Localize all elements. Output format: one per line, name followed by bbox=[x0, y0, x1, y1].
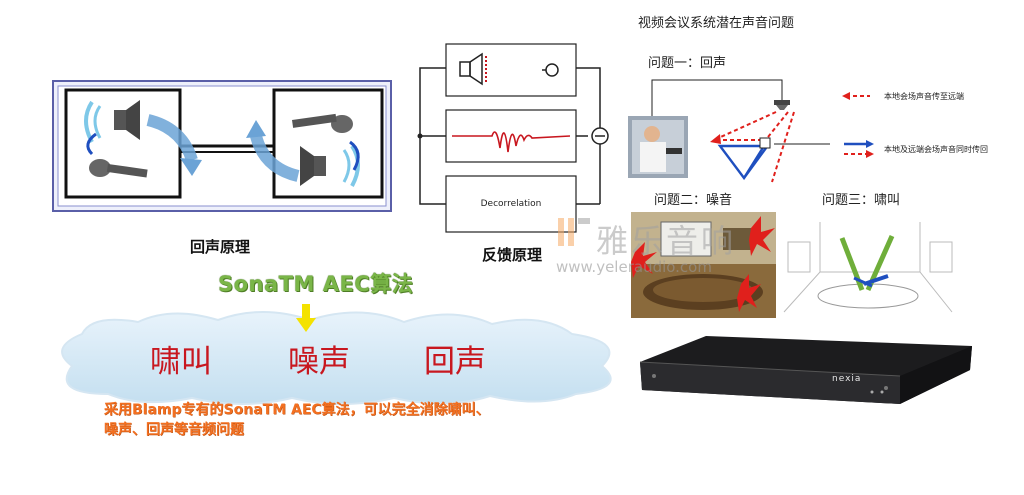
conference-room-photo bbox=[631, 212, 776, 318]
legend-red-text: 本地会场声音传至远端 bbox=[884, 92, 964, 101]
cloud-word-howling: 啸叫 bbox=[150, 344, 212, 380]
legend-blue-text: 本地及远端会场声音同时传回 bbox=[884, 145, 988, 154]
speaker-icon bbox=[300, 144, 360, 187]
cloud-shape: 啸叫 噪声 回声 bbox=[42, 300, 632, 410]
device-brand: nexia bbox=[832, 374, 862, 384]
feedback-caption: 反馈原理 bbox=[482, 246, 543, 264]
watermark-brand: 雅乐音响 bbox=[596, 222, 737, 260]
cloud-word-noise: 噪声 bbox=[288, 344, 350, 380]
yellow-arrow-icon bbox=[296, 304, 316, 334]
feedback-diagram: Decorrelation bbox=[412, 40, 612, 236]
speaker-icon bbox=[459, 52, 487, 86]
microphone-icon bbox=[89, 159, 148, 178]
algorithm-description: 采用Blamp专有的SonaTM AEC算法，可以完全消除啸叫、 噪声、回声等音… bbox=[104, 400, 490, 440]
issue-one-label: 问题一：回声 bbox=[648, 56, 727, 71]
cloud-word-echo: 回声 bbox=[424, 344, 486, 380]
watermark-url: www.yeleraudio.com bbox=[556, 258, 712, 276]
decorrelation-label: Decorrelation bbox=[480, 199, 542, 209]
issue-three-label: 问题三：啸叫 bbox=[822, 193, 901, 208]
issue-two-label: 问题二：噪音 bbox=[654, 193, 733, 208]
problems-diagram: 本地会场声音传至远端 本地及远端会场声音同时传回 bbox=[626, 74, 1006, 184]
microphone-icon bbox=[292, 113, 353, 133]
watermark-logo bbox=[556, 214, 592, 250]
microphone-icon bbox=[542, 63, 559, 77]
algorithm-title: SonaTM AEC算法 bbox=[218, 272, 414, 296]
echo-diagram bbox=[52, 80, 392, 212]
description-line-1: 采用Blamp专有的SonaTM AEC算法，可以完全消除啸叫、 bbox=[104, 402, 490, 418]
description-line-2: 噪声、回声等音频问题 bbox=[104, 422, 244, 438]
room-sketch bbox=[780, 212, 956, 320]
problems-title: 视频会议系统潜在声音问题 bbox=[638, 16, 795, 31]
nexia-device: nexia bbox=[636, 332, 974, 412]
echo-caption: 回声原理 bbox=[190, 238, 251, 256]
